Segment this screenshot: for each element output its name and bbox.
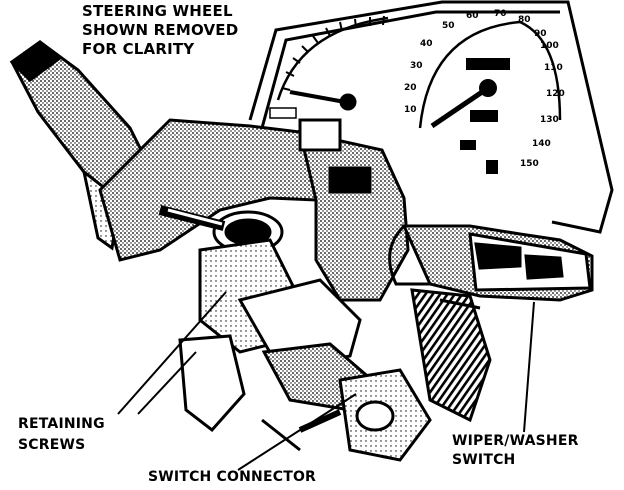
note-line-3: FOR CLARITY (82, 40, 195, 58)
speedometer-tick: 90 (534, 29, 547, 39)
harness-tube (410, 288, 492, 423)
speedometer-tick: 20 (404, 83, 417, 93)
speedometer-tick: 30 (410, 61, 423, 71)
speedometer-tick: 10 (404, 105, 417, 115)
retaining-screw-leader-lower (137, 351, 197, 415)
speedometer-tick: 100 (540, 41, 559, 51)
speedometer-tick: 130 (540, 115, 559, 125)
retaining-screws-line-1: RETAINING (18, 416, 105, 432)
instrument-cluster (248, 0, 614, 234)
steering-wheel-removed-note: STEERING WHEEL SHOWN REMOVED FOR CLARITY (82, 2, 238, 59)
auxiliary-gauge (269, 15, 389, 119)
wiper-washer-line-1: WIPER/WASHER (452, 433, 579, 449)
switch-connector-label: SWITCH CONNECTOR (148, 468, 316, 486)
wiper-washer-line-2: SWITCH (452, 452, 516, 468)
retaining-screw-leader-upper (117, 291, 227, 415)
wiper-washer-switch-label: WIPER/WASHER SWITCH (452, 432, 579, 470)
speedometer-tick: 50 (442, 21, 455, 31)
note-line-2: SHOWN REMOVED (82, 21, 239, 39)
speedometer-tick: 70 (494, 9, 507, 19)
lower-column (178, 334, 432, 462)
wiper-washer-stalk (388, 224, 594, 302)
speedometer-tick: 60 (466, 11, 479, 21)
leader-lines (117, 291, 535, 471)
retaining-screws-label: RETAINING SCREWS (18, 414, 105, 456)
speedometer-tick: 150 (520, 159, 539, 169)
note-line-1: STEERING WHEEL (82, 2, 233, 20)
speedometer-tick: 80 (518, 15, 531, 25)
speedometer-tick: 120 (546, 89, 565, 99)
switch-connector-leader (237, 393, 357, 471)
speedometer: 10 20 30 40 50 60 70 80 90 100 110 120 1… (404, 9, 565, 174)
speedometer-tick: 110 (544, 63, 563, 73)
wiper-switch-leader (523, 301, 535, 433)
speedometer-tick: 40 (420, 39, 433, 49)
speedometer-tick: 140 (532, 139, 551, 149)
retaining-screws-line-2: SCREWS (18, 437, 86, 453)
switch-connector-text: SWITCH CONNECTOR (148, 469, 317, 485)
